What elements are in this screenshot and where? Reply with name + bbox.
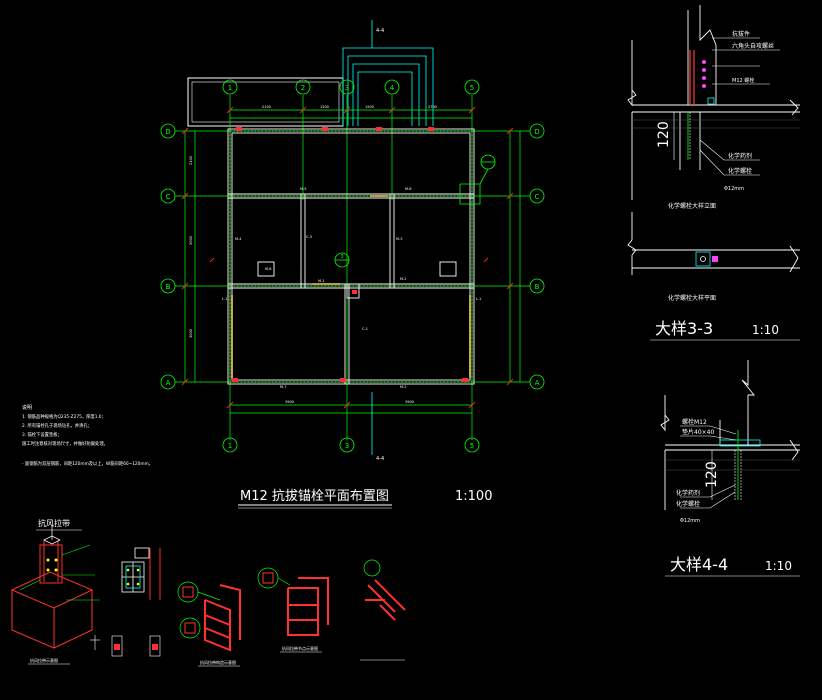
svg-text:3000: 3000 xyxy=(189,236,193,245)
notes-line-3: 3. 锚栓下设置垫板； xyxy=(22,431,62,438)
detail-4-4: 120 螺栓M12 垫片40×40 化学药剂 化学螺栓 Φ12mm 大样4-4 … xyxy=(660,360,800,577)
grid-label-bottom-5: 5 xyxy=(470,442,474,450)
grid-bubbles-top xyxy=(222,79,480,95)
detail33-scale: 1:10 xyxy=(752,323,779,337)
section-mark-bottom: 4-4 xyxy=(376,456,384,462)
detail33-caption-1: 化学螺栓大样立面 xyxy=(668,202,716,210)
svg-text:L-1: L-1 xyxy=(222,297,227,301)
iso-caption-1: 抗风拉带示意图 xyxy=(30,657,58,663)
detail33-label-5: 化学螺栓 xyxy=(728,167,752,175)
svg-text:3000: 3000 xyxy=(189,329,193,338)
grid-label-top-3: 3 xyxy=(345,84,349,92)
anchor-marks xyxy=(232,127,468,382)
svg-text:C-3: C-3 xyxy=(306,235,312,239)
grid-label-right-a: A xyxy=(535,379,540,387)
svg-text:M-8: M-8 xyxy=(265,267,272,271)
detail33-label-4: 化学药剂 xyxy=(728,152,752,160)
svg-text:2100: 2100 xyxy=(189,156,193,165)
svg-text:M-5: M-5 xyxy=(300,187,307,191)
detail44-label-5: Φ12mm xyxy=(680,518,700,524)
grid-label-left-c: C xyxy=(166,193,171,201)
svg-text:3900: 3900 xyxy=(285,400,294,404)
svg-text:3900: 3900 xyxy=(405,400,414,404)
detail33-label-3: M12 螺栓 xyxy=(732,77,754,84)
grid-label-bottom-3: 3 xyxy=(345,442,349,450)
detail33-dim: 120 xyxy=(656,121,672,148)
notes-line-2: 2. 所有锚栓孔于现场钻孔，并清孔； xyxy=(22,422,92,429)
detail44-label-3: 化学药剂 xyxy=(676,489,700,497)
callouts xyxy=(334,154,496,268)
isometric-details: 抗风拉带 抗风拉带示意图 xyxy=(10,518,406,667)
grid-label-right-c: C xyxy=(535,193,540,201)
grid-label-left-b: B xyxy=(166,283,171,291)
notes-line-4: 施工时注意核对现场尺寸，并做好防腐处理。 xyxy=(22,440,108,447)
svg-text:1500: 1500 xyxy=(320,105,329,109)
plan-scale: 1:100 xyxy=(455,489,492,504)
svg-text:2700: 2700 xyxy=(428,105,437,109)
svg-text:M-7: M-7 xyxy=(280,385,287,389)
detail44-label-4: 化学螺栓 xyxy=(676,500,700,508)
grid-label-left-a: A xyxy=(166,379,171,387)
detail33-label-2: 六角头自攻螺丝 xyxy=(732,42,774,50)
grid-label-top-2: 2 xyxy=(301,84,305,92)
plan-view: 4-4 xyxy=(22,20,545,509)
detail44-dim: 120 xyxy=(704,461,720,488)
iso-title: 抗风拉带 xyxy=(38,518,70,528)
grid-label-left-d: D xyxy=(165,128,170,136)
svg-text:M-6: M-6 xyxy=(405,187,412,191)
svg-text:1500: 1500 xyxy=(365,105,374,109)
svg-text:M-4: M-4 xyxy=(235,237,242,241)
grid-label-bottom-1: 1 xyxy=(228,442,232,450)
notes-line-5: - 面钢筋为双层钢筋，间距120mm及以上，纵筋间距60~120mm。 xyxy=(22,460,153,467)
grid-label-right-b: B xyxy=(535,283,540,291)
iso-caption-3: 抗风拉带节点示意图 xyxy=(282,645,318,651)
grid-label-top-4: 4 xyxy=(390,84,395,92)
plan-title: M12 抗拔锚栓平面布置图 xyxy=(240,489,389,504)
grid-bubbles-bottom xyxy=(222,437,480,453)
callout-3: 3 xyxy=(340,254,343,260)
detail33-title: 大样3-3 xyxy=(655,319,713,338)
grid-label-top-1: 1 xyxy=(228,84,232,92)
svg-text:2100: 2100 xyxy=(262,105,271,109)
notes-line-1: 1. 钢筋品种规格为Q235-Z275，厚度1.0； xyxy=(22,413,106,420)
section-mark-top: 4-4 xyxy=(376,28,384,34)
svg-text:M-3: M-3 xyxy=(396,237,403,241)
detail33-caption-2: 化学螺栓大样平面 xyxy=(668,294,716,302)
section-leader-lines xyxy=(342,20,434,126)
svg-text:L-1: L-1 xyxy=(476,297,481,301)
svg-text:M-1: M-1 xyxy=(318,279,325,283)
plan-title-frame xyxy=(187,77,344,127)
plan-notes: 说明 1. 钢筋品种规格为Q235-Z275，厚度1.0； 2. 所有锚栓孔于现… xyxy=(22,404,153,467)
detail-3-3: 120 抗拔件 六角头自攻螺丝 M12 螺栓 化学药剂 化学螺栓 Φ12mm 化… xyxy=(627,5,800,341)
grid-label-top-5: 5 xyxy=(470,84,474,92)
grid-bubbles-side xyxy=(160,123,545,390)
svg-text:C-1: C-1 xyxy=(362,327,368,331)
walls xyxy=(227,128,475,385)
detail33-label-1: 抗拔件 xyxy=(732,30,750,38)
highlight-walls xyxy=(231,195,471,378)
detail44-title: 大样4-4 xyxy=(670,555,728,574)
detail44-scale: 1:10 xyxy=(765,559,792,573)
notes-heading: 说明 xyxy=(22,404,32,411)
svg-text:M-2: M-2 xyxy=(400,277,407,281)
svg-text:M-2: M-2 xyxy=(400,385,407,389)
iso-caption-2: 抗风拉带构造示意图 xyxy=(200,659,236,665)
grid-label-right-d: D xyxy=(534,128,539,136)
detail44-label-2: 垫片40×40 xyxy=(682,428,714,436)
dimension-ticks xyxy=(181,106,514,409)
detail44-label-1: 螺栓M12 xyxy=(682,418,707,426)
detail33-label-6: Φ12mm xyxy=(724,186,744,192)
